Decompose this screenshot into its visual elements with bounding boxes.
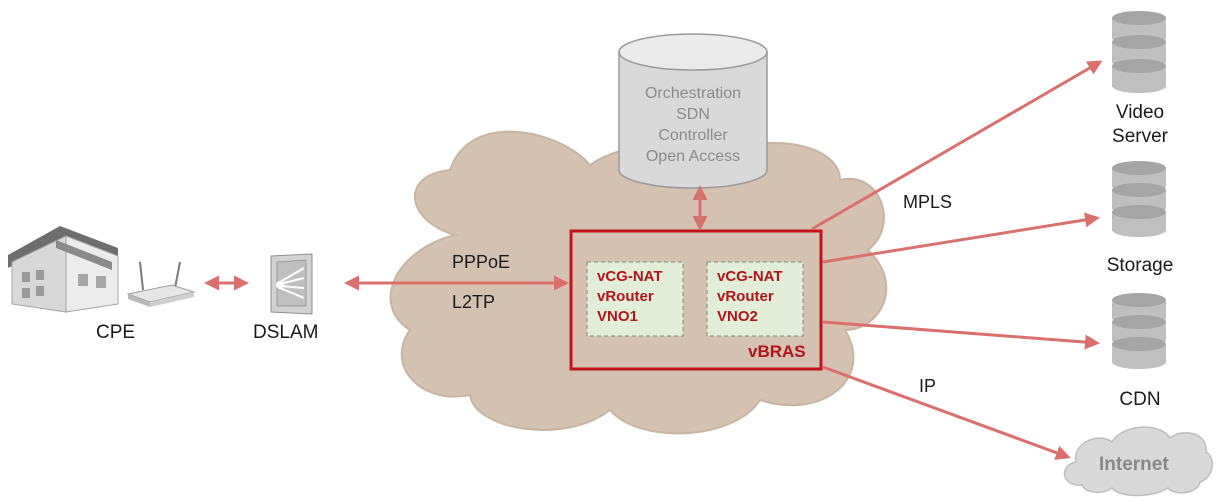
house-icon — [8, 226, 119, 313]
arrows — [204, 60, 1103, 460]
orchestration-line-2: SDN — [676, 106, 710, 123]
arrow-to-video-server — [811, 60, 1103, 231]
arrow-to-storage — [822, 212, 1100, 264]
internet-cloud-icon — [1063, 426, 1213, 497]
orchestration-line-4: Open Access — [645, 148, 741, 165]
vno1-box — [586, 261, 684, 337]
cdn-label: CDN — [1119, 389, 1161, 410]
arrow-to-internet — [822, 365, 1071, 460]
vno1-line-2: vRouter — [597, 288, 654, 305]
orchestration-database-icon — [618, 33, 768, 189]
vno1-line-3: VNO1 — [597, 308, 638, 325]
l2tp-label: L2TP — [452, 292, 496, 312]
vno1-line-1: vCG-NAT — [597, 268, 663, 285]
vbras-label: vBRAS — [748, 342, 806, 361]
internet-label: Internet — [1099, 454, 1169, 475]
dslam-label: DSLAM — [253, 322, 319, 343]
storage-label: Storage — [1106, 255, 1174, 276]
storage-database-icon — [1112, 161, 1166, 237]
video-server-database-icon — [1112, 11, 1166, 93]
router-icon — [126, 261, 196, 307]
vno2-line-3: VNO2 — [717, 308, 758, 325]
cpe-label: CPE — [96, 322, 136, 343]
pppoe-label: PPPoE — [452, 252, 511, 272]
ip-label: IP — [919, 376, 937, 396]
dslam-icon — [270, 253, 313, 315]
vno2-box — [706, 261, 804, 337]
orchestration-line-1: Orchestration — [644, 85, 742, 102]
video-server-line-2: Server — [1112, 126, 1168, 147]
video-server-line-1: Video — [1115, 102, 1165, 123]
vno2-line-1: vCG-NAT — [717, 268, 783, 285]
vbras-box — [569, 229, 823, 371]
vno2-line-2: vRouter — [717, 288, 774, 305]
arrow-to-cdn — [822, 320, 1100, 350]
cdn-database-icon — [1112, 293, 1166, 369]
mpls-label: MPLS — [903, 192, 953, 212]
orchestration-line-3: Controller — [658, 127, 728, 144]
